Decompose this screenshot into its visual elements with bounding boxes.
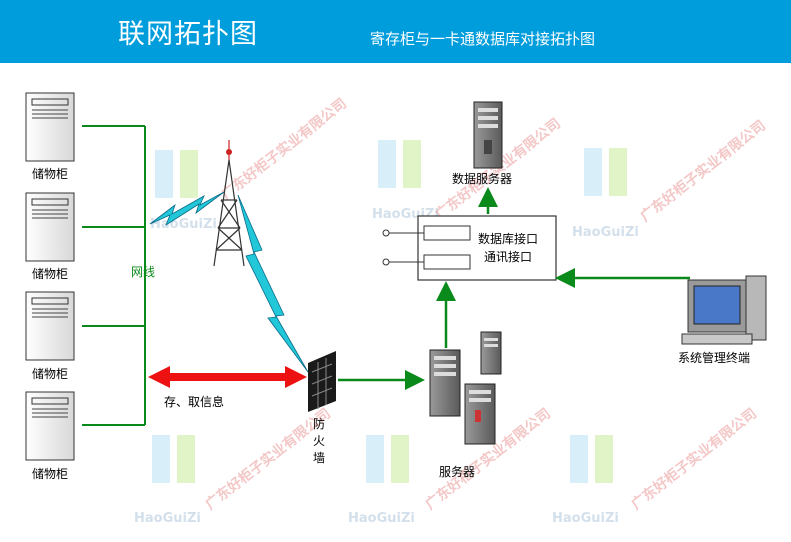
watermark-logo: HaoGuiZi bbox=[348, 435, 415, 526]
page-title: 联网拓扑图 bbox=[118, 19, 258, 50]
antenna-tower-icon bbox=[213, 140, 245, 267]
cabinet-label: 储物柜 bbox=[32, 366, 68, 381]
store-retrieve-arrow bbox=[148, 366, 307, 388]
watermark-brand-text: HaoGuiZi bbox=[134, 511, 201, 526]
storage-cabinet: 储物柜 bbox=[25, 92, 75, 181]
watermark-brand-text: HaoGuiZi bbox=[572, 225, 639, 240]
firewall-label: 防 火 墙 bbox=[313, 416, 329, 465]
wireless-link-icon bbox=[149, 191, 309, 373]
data-server-label: 数据服务器 bbox=[452, 171, 512, 186]
server-cluster-icon bbox=[429, 331, 502, 445]
watermark-logo: HaoGuiZi bbox=[150, 150, 217, 232]
data-server-icon bbox=[473, 101, 503, 169]
header-bar: 联网拓扑图 寄存柜与一卡通数据库对接拓扑图 bbox=[0, 0, 791, 63]
watermark-brand-text: HaoGuiZi bbox=[150, 217, 217, 232]
storage-cabinet: 储物柜 bbox=[25, 391, 75, 481]
cabinet-label: 储物柜 bbox=[32, 166, 68, 181]
store-retrieve-label: 存、取信息 bbox=[164, 394, 224, 409]
network-bus bbox=[82, 125, 146, 426]
cabinet-group: 储物柜 储物柜 储物柜 储物柜 bbox=[25, 92, 75, 481]
storage-cabinet: 储物柜 bbox=[25, 192, 75, 281]
watermark-logo: HaoGuiZi bbox=[572, 148, 639, 240]
cabinet-label: 储物柜 bbox=[32, 466, 68, 481]
watermark-company-text: 广东好柜子实业有限公司 bbox=[637, 117, 769, 225]
topology-diagram: HaoGuiZi HaoGuiZi HaoGuiZi HaoGuiZi HaoG… bbox=[25, 92, 769, 526]
mgmt-terminal-label: 系统管理终端 bbox=[678, 350, 750, 365]
comm-interface-label: 通讯接口 bbox=[484, 249, 532, 264]
watermark-company-text: 广东好柜子实业有限公司 bbox=[218, 95, 350, 203]
interface-box: 数据库接口 通讯接口 bbox=[382, 215, 557, 281]
watermark-logo: HaoGuiZi bbox=[552, 435, 619, 526]
watermark-company-text: 广东好柜子实业有限公司 bbox=[628, 405, 760, 513]
firewall-icon bbox=[308, 351, 336, 412]
watermark-brand-text: HaoGuiZi bbox=[552, 511, 619, 526]
computer-terminal-icon bbox=[681, 275, 767, 345]
watermark-logo: HaoGuiZi bbox=[372, 140, 439, 222]
watermark-brand-text: HaoGuiZi bbox=[348, 511, 415, 526]
storage-cabinet: 储物柜 bbox=[25, 291, 75, 381]
page-subtitle: 寄存柜与一卡通数据库对接拓扑图 bbox=[370, 30, 596, 48]
cabinet-label: 储物柜 bbox=[32, 266, 68, 281]
network-label: 网线 bbox=[131, 265, 155, 279]
server-label: 服务器 bbox=[439, 464, 475, 479]
watermark-logo: HaoGuiZi bbox=[134, 435, 201, 526]
db-interface-label: 数据库接口 bbox=[478, 231, 538, 246]
